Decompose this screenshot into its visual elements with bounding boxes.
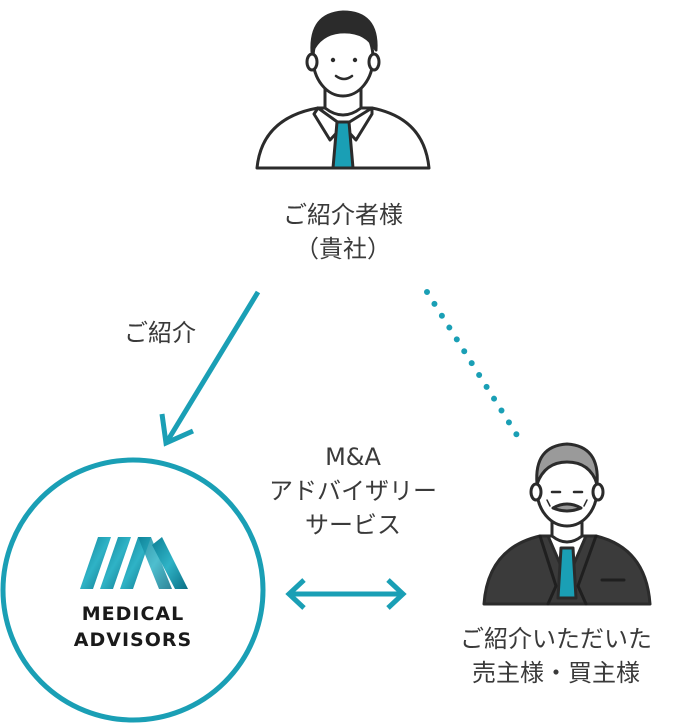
logo-line-2: ADVISORS (74, 629, 192, 651)
logo-mark-icon (80, 537, 188, 589)
seller-buyer-label: ご紹介いただいた 売主様・買主様 (436, 622, 676, 690)
referral-arrow (159, 290, 261, 447)
referrer-label-line2: （貴社） (295, 235, 391, 263)
service-label-line2: アドバイザリー (269, 477, 437, 505)
introduction-dotted-line (424, 289, 523, 443)
service-label-line1: M&A (325, 443, 381, 471)
referral-arrow-label: ご紹介 (100, 316, 220, 350)
service-label: M&A アドバイザリー サービス (233, 440, 473, 542)
company-circle (0, 457, 266, 723)
seller-buyer-label-line1: ご紹介いただいた (460, 625, 652, 653)
seller-buyer-person-icon (482, 442, 652, 606)
referrer-person-icon (255, 10, 431, 170)
seller-buyer-label-line2: 売主様・買主様 (472, 659, 640, 687)
referrer-label-line1: ご紹介者様 (283, 201, 403, 229)
advisory-double-arrow (285, 578, 407, 610)
logo-line-1: MEDICAL (82, 603, 184, 625)
medical-advisors-logo: MEDICAL ADVISORS (74, 537, 192, 651)
referrer-label: ご紹介者様 （貴社） (243, 198, 443, 266)
service-label-line3: サービス (305, 511, 401, 539)
referral-arrow-label-text: ご紹介 (124, 319, 196, 347)
